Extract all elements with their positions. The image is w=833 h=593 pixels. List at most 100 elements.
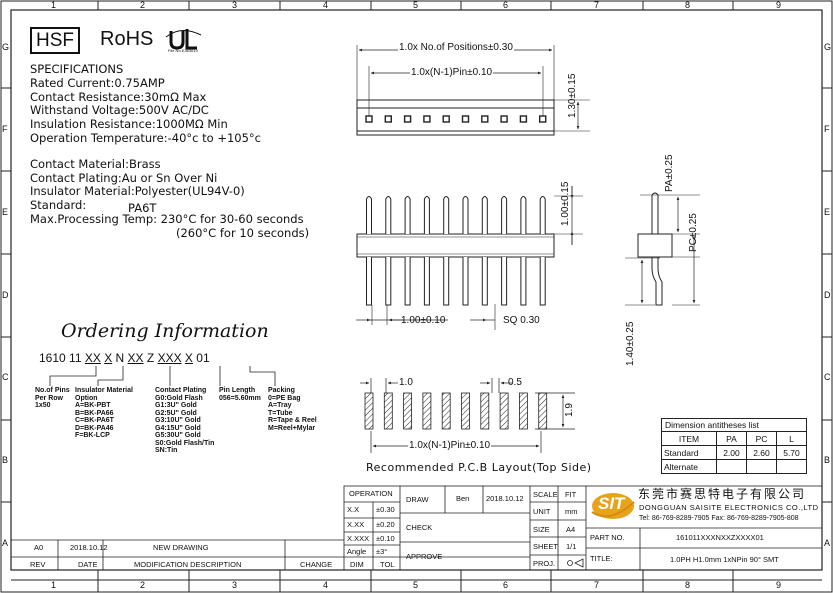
tolerance-label: X.XXX: [347, 534, 370, 543]
dim-height-130: 1.30±0.15: [567, 73, 578, 118]
pcb-pad: [480, 392, 490, 430]
dim-pin-n1-top: 1.0x(N-1)Pin±0.10: [410, 67, 494, 78]
ordering-code-segment: XXX: [157, 351, 182, 365]
front-pin: [520, 196, 527, 306]
pcb-pad: [519, 392, 528, 430]
ordering-option: C=BK-PA6T: [75, 417, 114, 424]
ordering-code-segment: 1610 11: [39, 351, 85, 365]
company-logo-text: SIT: [598, 494, 625, 513]
ordering-code-segment: XX: [84, 351, 101, 365]
dim-pa: PA±0.25: [664, 154, 675, 192]
zone-letter: D: [824, 290, 831, 300]
spec-line: Contact Resistance:30mΩ Max: [30, 89, 207, 104]
ordering-code-segment: X: [184, 351, 193, 365]
zone-number: 7: [594, 0, 600, 10]
tolerance-value: ±0.20: [376, 520, 395, 529]
company-tel: Tel: 86-769-8289-7905 Fax: 86-769-8289-7…: [639, 515, 799, 522]
dim-table-cell: [745, 459, 777, 474]
zone-number: 9: [776, 580, 782, 590]
ordering-option: D=BK-PA46: [75, 424, 114, 432]
ordering-title: Ordering Information: [61, 320, 269, 342]
dim-table-cell: 5.70: [775, 445, 808, 460]
dim-table-cell: Alternate: [661, 459, 717, 474]
pcb-pad: [383, 392, 393, 430]
ordering-option: 056=5.60mm: [219, 394, 261, 402]
rev-header-date: DATE: [78, 560, 98, 569]
ordering-code-segment: Z: [143, 351, 158, 365]
rev-header-change: CHANGE: [300, 560, 333, 569]
ordering-option: G1:3U" Gold: [155, 402, 197, 409]
tb-unit: UNIT: [533, 507, 551, 516]
hsf-logo-text: HSF: [36, 30, 74, 51]
spec-line: Rated Current:0.75AMP: [30, 75, 165, 90]
front-pin: [404, 196, 411, 306]
pcb-pad: [441, 392, 451, 430]
zone-number: 9: [776, 0, 782, 10]
front-view: [356, 186, 583, 330]
company-name-en: DONGGUAN SAISITE ELECTRONICS CO.,LTD: [639, 503, 819, 512]
tb-sheet: SHEET: [533, 542, 559, 551]
tb-part-no: 161011XXXNXXZXXXX01: [676, 533, 764, 542]
ordering-option: F=BK-LCP: [75, 432, 110, 439]
spec-line: Standard:: [30, 198, 87, 213]
dim-table-cell: Standard: [661, 445, 717, 460]
tb-proj: PROJ.: [533, 559, 556, 568]
tolerance-label: X.XX: [347, 520, 365, 529]
ordering-option: Insulator Material: [75, 387, 133, 394]
spec-line: Contact Material:Brass: [30, 156, 161, 171]
spec-line: Operation Temperature:-40°c to +105°c: [30, 130, 261, 145]
ordering-option: Per Row: [35, 394, 64, 402]
ordering-leader-lines: [49, 366, 276, 386]
zone-letter: D: [2, 290, 9, 300]
tb-unit-val: mm: [565, 507, 578, 516]
dim-table-header-cell: ITEM: [661, 431, 717, 446]
spec-line: Max.Processing Temp: 230°C for 30-60 sec…: [30, 211, 304, 226]
zone-number: 6: [503, 0, 509, 10]
zone-number: 2: [140, 0, 146, 10]
tb-draw-date: 2018.10.12: [486, 494, 524, 503]
pcb-pads: [364, 392, 548, 430]
ordering-option: G4:15U" Gold: [155, 424, 201, 432]
ordering-option: Pin Length: [219, 387, 256, 394]
dim-table-cell: 2.60: [745, 445, 777, 460]
front-pin: [539, 196, 546, 306]
rev-row-rev: A0: [34, 543, 44, 552]
dim-table-header-cell: L: [775, 431, 808, 446]
tb-scale: SCALE: [533, 490, 558, 499]
pcb-pad: [499, 392, 509, 430]
hsf-logo: HSF: [30, 27, 80, 54]
dim-height-100: 1.00±0.15: [560, 181, 571, 226]
zone-letter: E: [824, 207, 831, 217]
front-pin: [385, 196, 392, 306]
tb-size-val: A4: [566, 525, 576, 534]
ul-logo-icon: [165, 29, 202, 50]
dim-table-header-cell: PA: [715, 431, 747, 446]
dim-pc: PC±0.25: [688, 213, 699, 252]
tb-check: CHECK: [406, 523, 433, 532]
top-pin-square: [442, 115, 450, 123]
ordering-option: S0:Gold Flash/Tin: [155, 439, 215, 447]
ordering-option: G2:5U" Gold: [155, 409, 197, 417]
ordering-option: G5:30U" Gold: [155, 432, 201, 439]
top-pin-square: [481, 115, 489, 123]
tolerance-label: X.X: [347, 505, 360, 514]
ordering-option: G0:Gold Flash: [155, 394, 203, 402]
rev-header-rev: REV: [30, 560, 46, 569]
ordering-option: SN:Tin: [155, 447, 178, 454]
front-view-pins: [366, 196, 546, 306]
tb-approve: APPROVE: [406, 552, 443, 561]
zone-letter: B: [824, 455, 831, 465]
dim-positions: 1.0x No.of Positions±0.30: [398, 42, 514, 53]
zone-letter: C: [2, 372, 9, 382]
standard-value: PA6T: [128, 201, 157, 215]
tolerance-value: ±0.30: [376, 505, 395, 514]
zone-letter: A: [2, 538, 9, 548]
top-pin-square: [403, 115, 412, 123]
zone-number: 2: [140, 580, 146, 590]
rev-row-date: 2018.10.12: [70, 543, 108, 552]
zone-number: 4: [323, 580, 329, 590]
top-pin-square: [539, 115, 547, 123]
